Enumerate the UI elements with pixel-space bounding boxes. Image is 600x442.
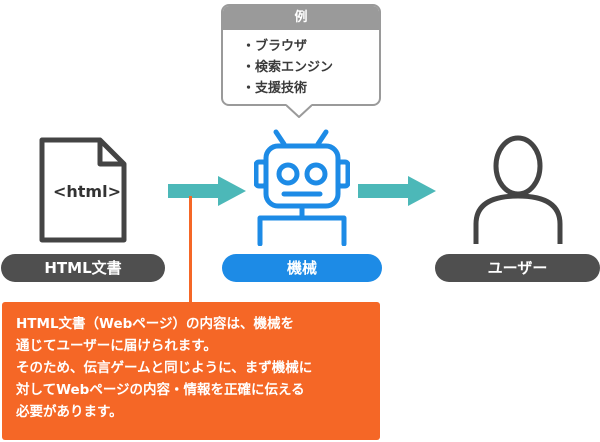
html-document-label: HTML文書 bbox=[1, 254, 165, 282]
html-tag-text: <html> bbox=[52, 182, 121, 201]
example-item-browser: ブラウザ bbox=[251, 36, 379, 57]
explanation-line: そのため、伝言ゲームと同じように、まず機械に bbox=[16, 360, 313, 376]
note-connector-line bbox=[189, 196, 192, 304]
callout-tail bbox=[286, 104, 312, 118]
example-item-search-engine: 検索エンジン bbox=[251, 57, 379, 78]
machine-label: 機械 bbox=[222, 254, 382, 282]
arrow-document-to-machine bbox=[168, 176, 246, 206]
user-icon bbox=[473, 135, 563, 244]
example-callout: 例 ブラウザ 検索エンジン 支援技術 bbox=[221, 4, 381, 106]
user-label: ユーザー bbox=[435, 254, 600, 282]
example-title: 例 bbox=[223, 6, 379, 30]
explanation-line: 必要があります。 bbox=[16, 404, 123, 420]
example-item-assistive-tech: 支援技術 bbox=[251, 78, 379, 99]
explanation-line: 通じてユーザーに届けられます。 bbox=[16, 338, 217, 354]
example-list: ブラウザ 検索エンジン 支援技術 bbox=[251, 36, 379, 99]
explanation-line: HTML文書（Webページ）の内容は、機械を bbox=[16, 316, 295, 332]
explanation-line: 対してWebページの内容・情報を正確に伝える bbox=[16, 382, 305, 398]
explanation-box: HTML文書（Webページ）の内容は、機械を 通じてユーザーに届けられます。 そ… bbox=[2, 302, 380, 440]
html-document-icon bbox=[39, 137, 127, 243]
arrow-machine-to-user bbox=[358, 176, 436, 206]
robot-icon bbox=[254, 129, 350, 246]
